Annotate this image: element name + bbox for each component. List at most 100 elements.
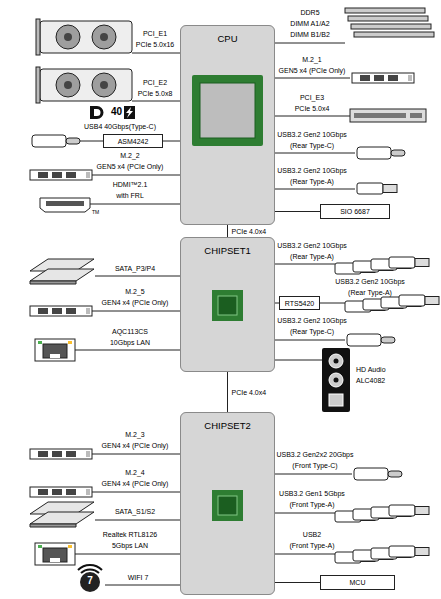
port-label: PCI_E3 <box>300 93 324 102</box>
port-label: (Rear Type-C) <box>290 141 334 150</box>
device-icon <box>78 565 102 573</box>
device-icon <box>335 257 429 274</box>
chip-box: MCU <box>320 575 395 590</box>
bus-line <box>92 311 180 312</box>
device-icon <box>354 32 434 37</box>
device-icon <box>410 113 422 118</box>
device-icon <box>329 354 343 368</box>
chip-name: CHIPSET1 <box>204 245 250 256</box>
bus-line <box>275 360 322 361</box>
port-label: USB3.2 Gen1 5Gbps <box>279 489 345 498</box>
device-icon <box>345 8 425 13</box>
port-label: M.2_3 <box>125 430 144 439</box>
device-icon <box>357 147 405 159</box>
port-label: SATA_S1/S2 <box>115 507 155 516</box>
chip-name: CPU <box>217 33 237 44</box>
chip-box: ASM4242 <box>103 134 163 148</box>
port-label: USB3.2 Gen2 10Gbps <box>277 316 347 325</box>
port-label: ALC4082 <box>356 376 385 385</box>
bus-line <box>92 454 180 455</box>
bus-line <box>132 101 180 102</box>
bus-line <box>320 303 345 304</box>
device-icon <box>46 201 84 206</box>
chip-die <box>218 496 237 515</box>
port-label: M.2_2 <box>120 151 139 160</box>
device-icon <box>30 259 94 284</box>
chip-die <box>192 75 263 146</box>
bus-line <box>275 554 335 555</box>
port-label: M.2_4 <box>125 468 144 477</box>
chip-die <box>192 75 263 521</box>
port-label: HD Audio <box>356 365 386 374</box>
port-label: GEN5 x4 (PCIe Only) <box>97 162 164 171</box>
port-label: USB3.2 Gen2 10Gbps <box>335 277 405 286</box>
port-label: (Front Type-A) <box>290 500 335 509</box>
device-icon <box>334 359 339 364</box>
device-icon <box>90 106 104 119</box>
port-label: DIMM B1/B2 <box>290 30 330 39</box>
bus-connector <box>163 141 180 142</box>
device-icon <box>40 198 90 212</box>
device-icon <box>30 306 92 316</box>
device-icon <box>357 183 397 194</box>
port-label: HDMI™2.1 <box>113 180 148 189</box>
bus-line <box>90 204 180 205</box>
port-label: USB3.2 Gen2 10Gbps <box>277 166 347 175</box>
port-label: AQC113CS <box>112 327 148 336</box>
port-label: PCI_E1 <box>143 29 167 38</box>
chip-box: RTS5420 <box>279 296 320 310</box>
device-icon <box>329 373 343 387</box>
bus-line <box>105 585 180 586</box>
port-label: TM <box>92 209 99 216</box>
port-label: USB4 40Gbps(Type-C) <box>84 122 156 131</box>
bus-line <box>275 78 350 79</box>
device-icon <box>348 16 428 21</box>
device-icon <box>351 24 431 29</box>
bus-line <box>92 492 180 493</box>
bus-line <box>275 264 335 265</box>
device-icon <box>345 295 439 312</box>
device-icon <box>354 468 402 480</box>
bus-line <box>275 116 350 117</box>
port-label: (Rear Type-C) <box>290 327 334 336</box>
port-label: PCIe 5.0x16 <box>136 40 175 49</box>
device-icon <box>30 487 92 497</box>
device-icon <box>334 378 339 383</box>
port-label: GEN4 x4 (PCIe Only) <box>102 441 169 450</box>
bus-connector <box>275 211 320 212</box>
box-fill <box>180 25 275 225</box>
port-label: USB2 <box>303 530 321 539</box>
bus-line <box>95 276 180 277</box>
chip-die <box>200 83 255 138</box>
chip-box: SIO 6687 <box>320 204 390 219</box>
bus-line <box>275 43 345 44</box>
box-fill <box>180 412 275 595</box>
bus-line <box>275 153 355 154</box>
chip-die <box>212 290 243 321</box>
device-icon <box>352 73 414 83</box>
device-icon <box>30 8 439 592</box>
bus-line <box>80 141 103 142</box>
bus-line <box>275 189 355 190</box>
device-icon <box>347 334 395 346</box>
port-label: PCI_E2 <box>143 78 167 87</box>
port-label: USB3.2 Gen2 10Gbps <box>277 241 347 250</box>
port-label: USB3.2 Gen2 10Gbps <box>277 130 347 139</box>
port-label: PCIe 5.0x8 <box>138 89 173 98</box>
bus-label: PCIe 4.0x4 <box>232 388 267 397</box>
port-label: 10Gbps LAN <box>110 338 150 347</box>
port-label: SATA_P3/P4 <box>115 264 155 273</box>
port-label: DIMM A1/A2 <box>290 19 329 28</box>
chip-name: RTS5420 <box>285 300 314 307</box>
chip-die <box>218 296 237 315</box>
device-icon <box>80 572 100 592</box>
port-label: GEN5 x4 (PCIe Only) <box>279 66 346 75</box>
port-label: 40 <box>111 106 122 118</box>
bus-connector <box>227 372 228 412</box>
port-label: (Rear Type-A) <box>290 252 334 261</box>
bus-line <box>92 175 180 176</box>
device-icon <box>30 449 92 459</box>
chip-name: ASM4242 <box>118 138 149 145</box>
